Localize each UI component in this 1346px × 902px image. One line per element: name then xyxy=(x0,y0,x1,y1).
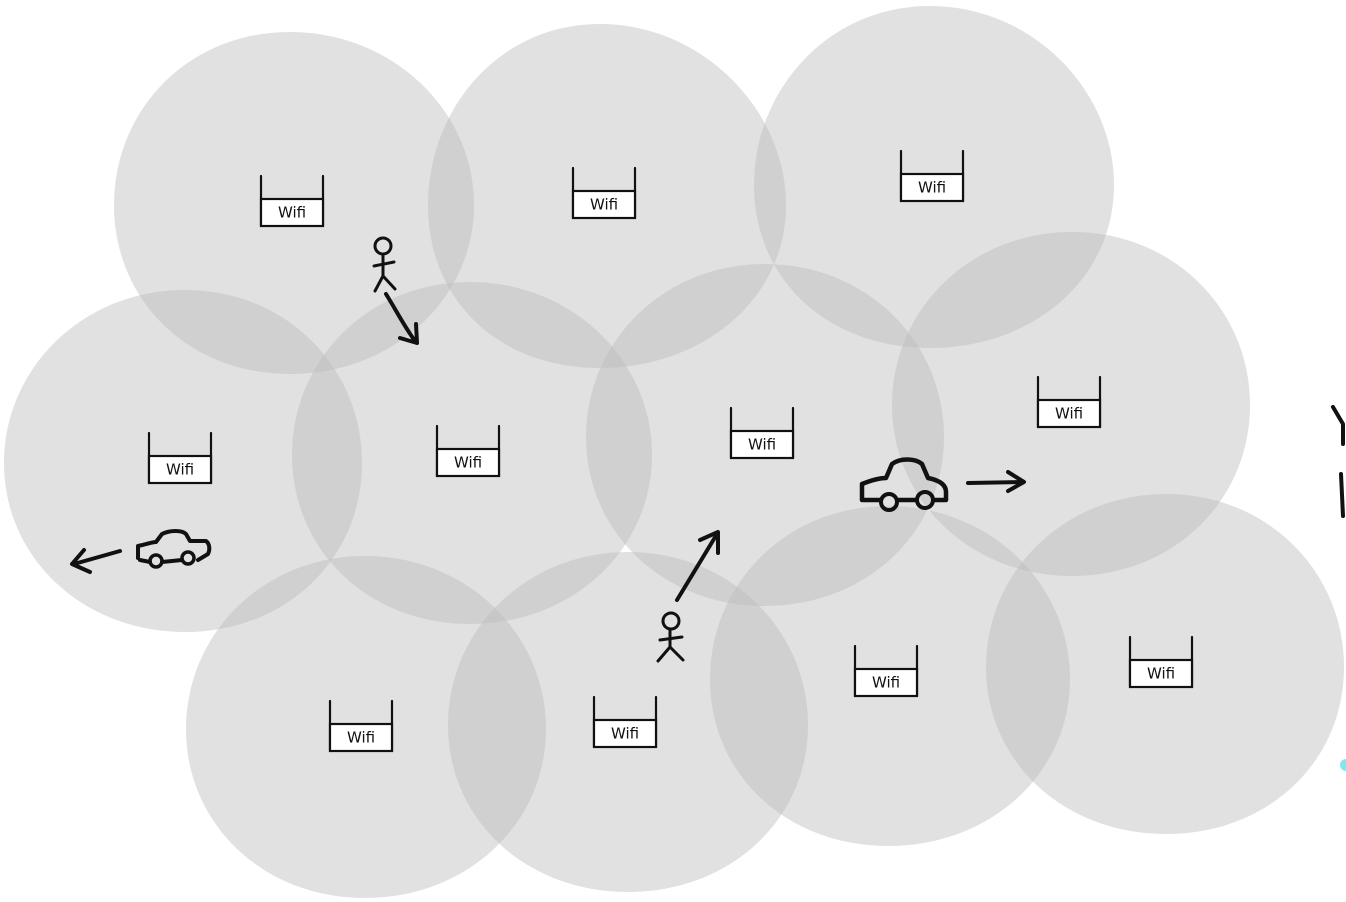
wifi-label: Wifi xyxy=(347,729,375,747)
wifi-label: Wifi xyxy=(918,179,946,197)
wifi-label: Wifi xyxy=(454,454,482,472)
movement-arrow xyxy=(70,548,122,574)
wifi-access-point: Wifi xyxy=(259,174,325,228)
wifi-label: Wifi xyxy=(748,436,776,454)
person-icon xyxy=(656,611,685,663)
car-icon xyxy=(136,529,212,569)
edge-marks xyxy=(1331,405,1346,771)
wifi-label: Wifi xyxy=(590,196,618,214)
wifi-label: Wifi xyxy=(611,725,639,743)
cyan-mark xyxy=(1340,759,1346,771)
wifi-label: Wifi xyxy=(872,674,900,692)
wifi-access-point: Wifi xyxy=(729,406,795,460)
wifi-access-point: Wifi xyxy=(1036,375,1102,429)
movement-arrow xyxy=(384,292,419,345)
person-icon xyxy=(372,236,397,293)
access-points: Wifi Wifi Wifi Wifi Wifi xyxy=(147,149,1194,753)
wifi-access-point: Wifi xyxy=(571,166,637,220)
moving-devices xyxy=(70,236,1026,663)
coverage-cells xyxy=(4,6,1344,898)
wifi-label: Wifi xyxy=(166,461,194,479)
movement-arrow xyxy=(966,470,1026,493)
wifi-access-point: Wifi xyxy=(899,149,965,203)
movement-arrow xyxy=(675,530,720,602)
car-icon xyxy=(859,457,949,512)
wifi-label: Wifi xyxy=(1055,405,1083,423)
wifi-access-point: Wifi xyxy=(328,699,394,753)
wifi-access-point: Wifi xyxy=(853,644,919,698)
wifi-label: Wifi xyxy=(278,204,306,222)
wifi-access-point: Wifi xyxy=(147,431,213,485)
wifi-access-point: Wifi xyxy=(1128,635,1194,689)
wifi-label: Wifi xyxy=(1147,665,1175,683)
wifi-access-point: Wifi xyxy=(435,424,501,478)
wifi-access-point: Wifi xyxy=(592,695,658,749)
